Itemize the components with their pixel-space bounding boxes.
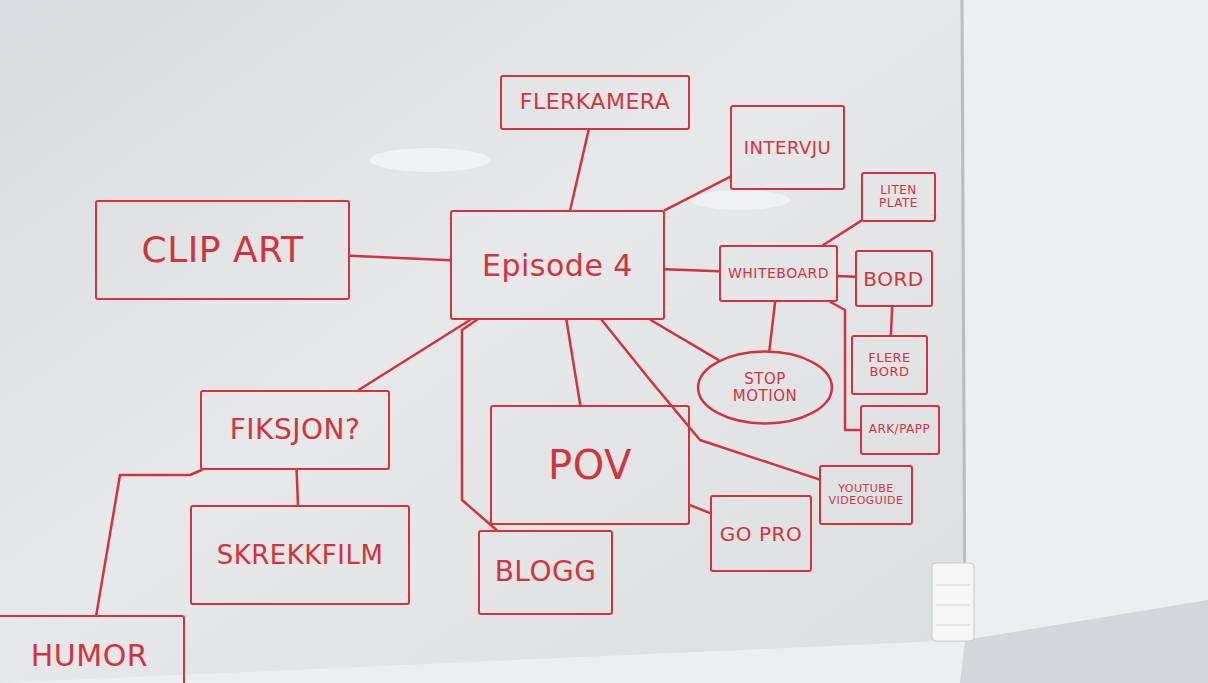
connector-line	[891, 307, 892, 335]
camera-box: FLERKAMERA	[500, 75, 690, 130]
connector-line	[838, 275, 855, 278]
horror-box: SKREKKFILM	[190, 505, 410, 605]
node-label: GO PRO	[720, 523, 802, 545]
connector	[570, 130, 588, 210]
connector-line	[823, 221, 861, 245]
node-label: STOP MOTION	[712, 371, 818, 404]
connector	[566, 320, 580, 405]
node-label: BORD	[863, 268, 923, 290]
board-edge	[962, 0, 965, 640]
light-reflection	[690, 190, 790, 210]
paper-box: ARK/PAPP	[860, 405, 940, 455]
node-label: WHITEBOARD	[728, 266, 829, 281]
node-label: BLOGG	[495, 557, 597, 588]
connector	[350, 256, 450, 260]
pov-box: POV	[490, 405, 690, 525]
whiteboard-box: WHITEBOARD	[719, 245, 838, 302]
youtube-guide-box: YOUTUBE VIDEOGUIDE	[819, 465, 913, 525]
stop-motion-ellipse: STOP MOTION	[696, 350, 834, 425]
connector	[838, 276, 855, 278]
connector-line	[651, 320, 719, 360]
connector-line	[830, 302, 859, 430]
connector-line	[665, 269, 719, 271]
eraser-detail	[936, 585, 970, 586]
connector-line	[690, 505, 710, 513]
connector-line	[602, 320, 819, 479]
connector	[96, 470, 201, 615]
connector-line	[566, 320, 580, 405]
connector	[651, 320, 719, 360]
light-reflection	[370, 148, 490, 172]
connector	[602, 320, 819, 479]
connector-line	[570, 130, 588, 210]
blog-box: BLOGG	[478, 530, 613, 615]
connector-line	[665, 177, 730, 210]
eraser-detail	[936, 625, 970, 626]
connector	[665, 269, 719, 271]
clip-art-box: CLIP ART	[95, 200, 350, 300]
interview-box: INTERVJU	[730, 105, 845, 190]
small-plate-box: LITEN PLATE	[861, 172, 936, 222]
connector-line	[96, 470, 201, 615]
connector-line	[350, 256, 450, 260]
connector	[359, 320, 470, 390]
eraser-detail	[936, 605, 970, 606]
node-label: HUMOR	[31, 639, 148, 672]
humor-box: HUMOR	[0, 615, 185, 683]
connector-line	[359, 320, 470, 390]
tables-box: FLERE BORD	[851, 335, 928, 395]
node-label: SKREKKFILM	[217, 541, 384, 570]
connector	[690, 505, 710, 513]
connector	[891, 307, 892, 335]
gopro-box: GO PRO	[710, 495, 812, 572]
connector	[665, 177, 730, 210]
connector-line	[297, 470, 298, 505]
node-label: YOUTUBE VIDEOGUIDE	[827, 483, 905, 507]
node-label: FLERE BORD	[859, 351, 920, 380]
connector	[769, 302, 775, 350]
node-label: CLIP ART	[142, 230, 304, 270]
connector	[297, 470, 298, 505]
fiction-box: FIKSJON?	[200, 390, 390, 470]
board-tray	[960, 600, 1208, 683]
node-label: INTERVJU	[744, 138, 831, 158]
node-label: FLERKAMERA	[520, 90, 671, 114]
node-label: FIKSJON?	[230, 415, 361, 446]
connector	[823, 221, 861, 245]
board-surface	[0, 0, 965, 683]
node-label: Episode 4	[482, 249, 633, 282]
eraser	[932, 563, 974, 641]
table-box: BORD	[855, 250, 933, 307]
connector-line	[769, 302, 775, 350]
node-label: POV	[548, 443, 632, 487]
node-label: ARK/PAPP	[869, 423, 931, 436]
central-topic-box: Episode 4	[450, 210, 665, 320]
node-label: LITEN PLATE	[869, 184, 928, 210]
connector	[830, 302, 859, 430]
